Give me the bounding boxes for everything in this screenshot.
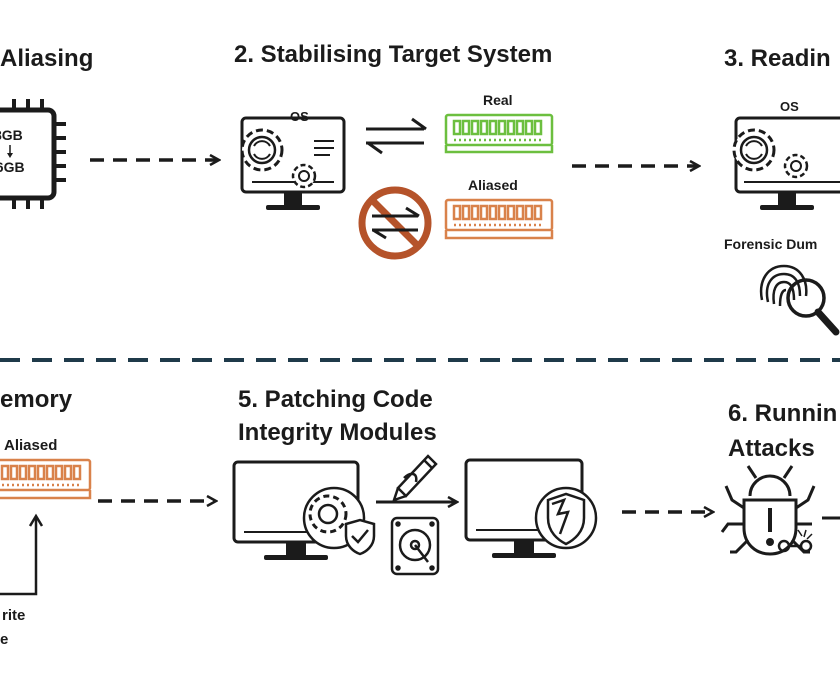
step6-title-line2: Attacks: [728, 435, 815, 462]
malware-bug-icon: [720, 465, 816, 556]
swap-arrows-icon: [366, 117, 427, 155]
fingerprint-magnifier-icon: [759, 264, 840, 336]
chip-size-bottom: 16GB: [0, 159, 25, 175]
write-label-line2: e: [0, 631, 8, 648]
small-gear-icon: [783, 153, 809, 179]
aliased-label-step4: Aliased: [4, 437, 57, 454]
aliased-ram-module-icon-step4: [0, 458, 92, 500]
monitor-broken-shield-icon: [464, 458, 598, 558]
small-gear-icon: [291, 163, 317, 189]
os-monitor-icon: OS: [240, 109, 346, 210]
step6-title-line1: 6. Runnin: [728, 400, 837, 427]
os-label-step3: OS: [780, 99, 799, 114]
step5-title-line2: Integrity Modules: [238, 419, 437, 446]
step3-title: 3. Readin: [724, 45, 831, 72]
chip-size-top: 8GB: [0, 127, 23, 143]
forensic-dump-label: Forensic Dum: [724, 236, 817, 252]
hard-disk-icon: [390, 516, 440, 576]
os-label: OS: [290, 109, 309, 124]
real-label: Real: [483, 92, 513, 108]
forbidden-swap-icon: [358, 186, 432, 260]
monitor-gear-shield-icon: [232, 460, 376, 560]
real-ram-module-icon: [444, 113, 554, 154]
write-label-line1: rite: [2, 607, 25, 624]
aliased-ram-module-icon: [444, 198, 554, 240]
step5-title-line1: 5. Patching Code: [238, 386, 433, 413]
step1-title: Aliasing: [0, 45, 93, 72]
broken-chain-icon: [777, 529, 813, 553]
aliased-label: Aliased: [468, 177, 518, 193]
write-connector: [0, 513, 44, 596]
gear-icon: [732, 128, 776, 172]
os-monitor-icon-step3: OS: [732, 99, 840, 210]
pen-patch-icon: [392, 454, 438, 502]
step2-title: 2. Stabilising Target System: [234, 41, 552, 68]
gear-icon: [240, 128, 284, 172]
step4-title: emory: [0, 386, 73, 413]
memory-chip-icon: 8GB 16GB: [0, 99, 66, 209]
